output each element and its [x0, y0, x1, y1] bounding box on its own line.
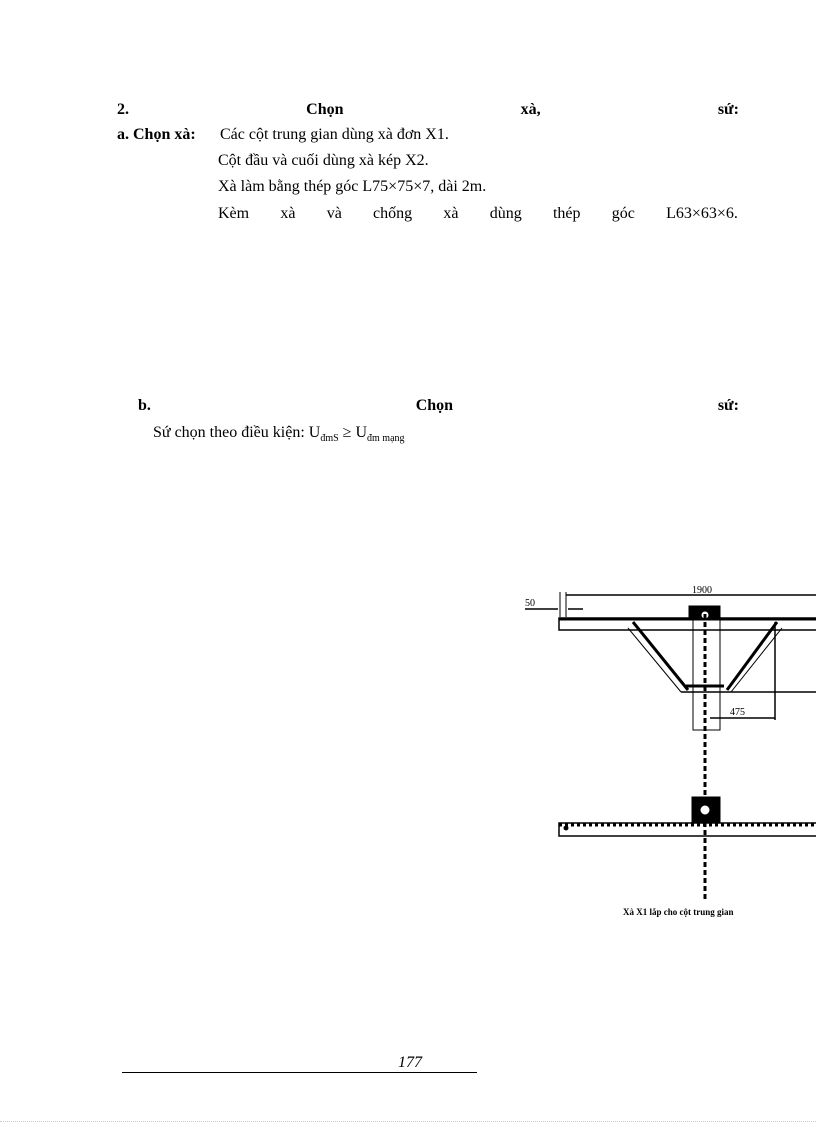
word: thép	[552, 205, 581, 222]
word: xà	[443, 205, 459, 222]
u-symbol: U	[355, 424, 368, 441]
u-symbol: U	[308, 424, 321, 441]
part-a-last-line: Kèm xà và chống xà dùng thép góc L63×63×…	[218, 205, 738, 223]
word: L63×63×6.	[666, 205, 738, 222]
dim-475-label: 475	[730, 707, 745, 718]
heading-word: b.	[138, 397, 151, 414]
brace	[730, 627, 783, 693]
subscript: đm mạng	[367, 433, 405, 444]
bottom-beam	[558, 822, 816, 837]
word: Kèm	[218, 205, 250, 222]
section-2-heading: 2. Chọn xà, sứ:	[117, 101, 739, 119]
footer-rule	[122, 1072, 477, 1073]
word: chống	[373, 205, 413, 222]
word: dùng	[489, 205, 522, 222]
dim-50-label: 50	[525, 598, 535, 609]
word: xà	[280, 205, 296, 222]
brace	[627, 627, 682, 693]
dim-1900-label: 1900	[692, 585, 712, 596]
word: và	[326, 205, 342, 222]
part-a-line: Các cột trung gian dùng xà đơn X1.	[220, 126, 449, 143]
drawing-caption: Xà X1 lắp cho cột trung gian	[623, 907, 734, 917]
word: góc	[611, 205, 635, 222]
part-a-label: a. Chọn xà:	[117, 126, 196, 143]
heading-word: xà,	[520, 101, 541, 118]
heading-word: sứ:	[717, 101, 739, 118]
part-b-condition: Sứ chọn theo điều kiện: UđmS ≥ Uđm mạng	[153, 424, 405, 444]
subscript: đmS	[320, 433, 339, 444]
heading-word: 2.	[117, 101, 129, 118]
page-edge	[0, 1121, 816, 1122]
heading-word: Chọn	[415, 397, 454, 414]
heading-word: sứ:	[717, 397, 739, 414]
condition-text: Sứ chọn theo điều kiện:	[153, 424, 305, 441]
part-a-line: Xà làm bằng thép góc L75×75×7, dài 2m.	[218, 178, 487, 195]
ge-symbol: ≥	[342, 424, 352, 441]
part-a-line: Cột đầu và cuối dùng xà kép X2.	[218, 152, 429, 169]
brace	[631, 621, 690, 691]
part-b-heading: b. Chọn sứ:	[138, 397, 739, 415]
page-number: 177	[398, 1054, 422, 1071]
heading-word: Chọn	[306, 101, 344, 118]
brace	[725, 621, 779, 691]
